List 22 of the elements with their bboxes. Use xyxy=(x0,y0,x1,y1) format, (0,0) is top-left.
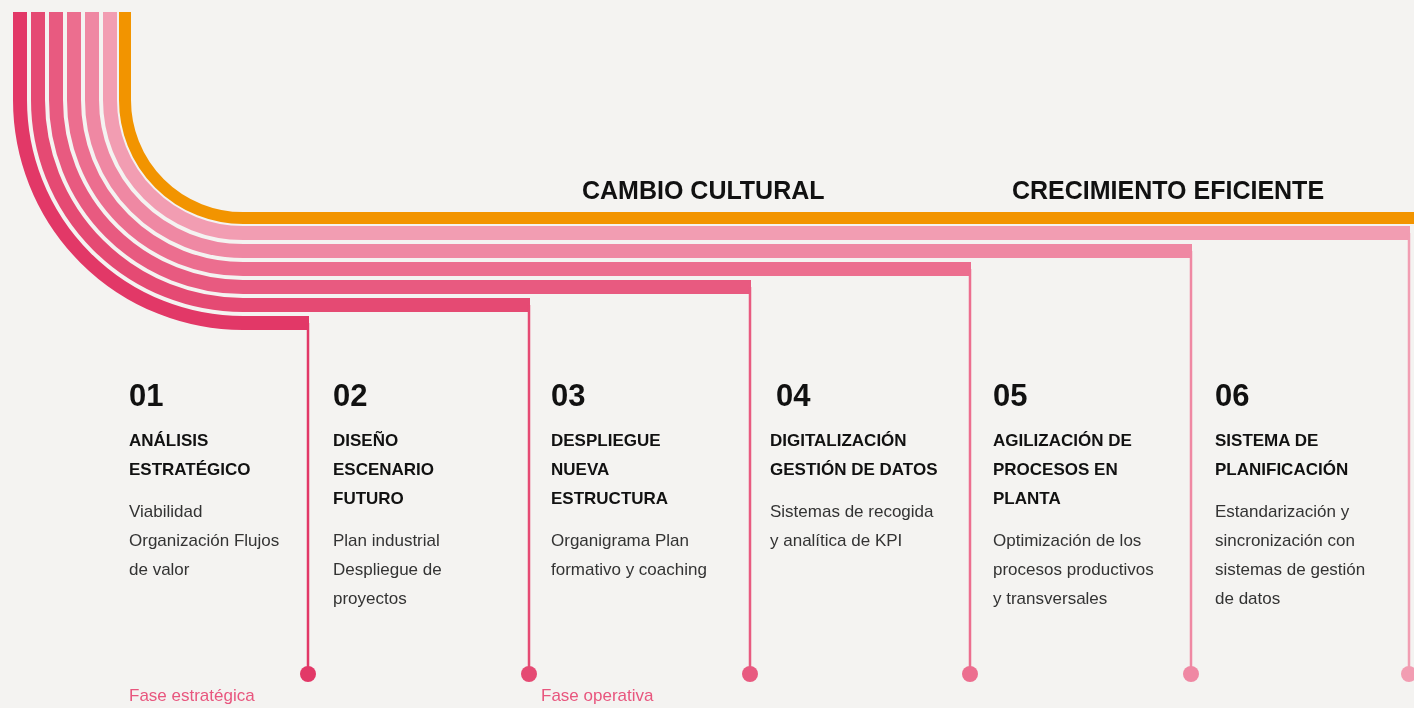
step-title: ANÁLISIS ESTRATÉGICO xyxy=(129,430,252,481)
step-number: 02 xyxy=(333,378,369,414)
step-title: AGILIZACIÓN DE PROCESOS EN PLANTA xyxy=(993,430,1133,510)
section-heading: CRECIMIENTO EFICIENTE xyxy=(1012,176,1325,205)
step-number: 01 xyxy=(129,378,165,414)
step-description: Optimización de los procesos productivos y transversales xyxy=(993,530,1155,610)
step-number: 03 xyxy=(551,378,587,414)
step-title: DISEÑO ESCENARIO FUTURO xyxy=(333,430,436,510)
step-number: 04 xyxy=(776,378,812,414)
step-number: 05 xyxy=(993,378,1029,414)
phase-label: Fase operativa xyxy=(541,686,654,706)
step-description: Estandarización y sincronización con sistemas de gestión de datos xyxy=(1215,501,1367,610)
step-title: DIGITALIZACIÓN GESTIÓN DE DATOS xyxy=(770,430,938,481)
section-heading: CAMBIO CULTURAL xyxy=(582,176,825,205)
step-title: DESPLIEGUE NUEVA ESTRUCTURA xyxy=(551,430,670,510)
step-description: Viabilidad Organización Flujos de valor xyxy=(129,501,281,581)
step-title: SISTEMA DE PLANIFICACIÓN xyxy=(1215,430,1350,481)
step-description: Organigrama Plan formativo y coaching xyxy=(551,530,708,581)
step-number: 06 xyxy=(1215,378,1251,414)
step-description: Sistemas de recogida y analítica de KPI xyxy=(770,501,935,552)
phase-label: Fase estratégica xyxy=(129,686,255,706)
step-description: Plan industrial Despliegue de proyectos xyxy=(333,530,443,610)
